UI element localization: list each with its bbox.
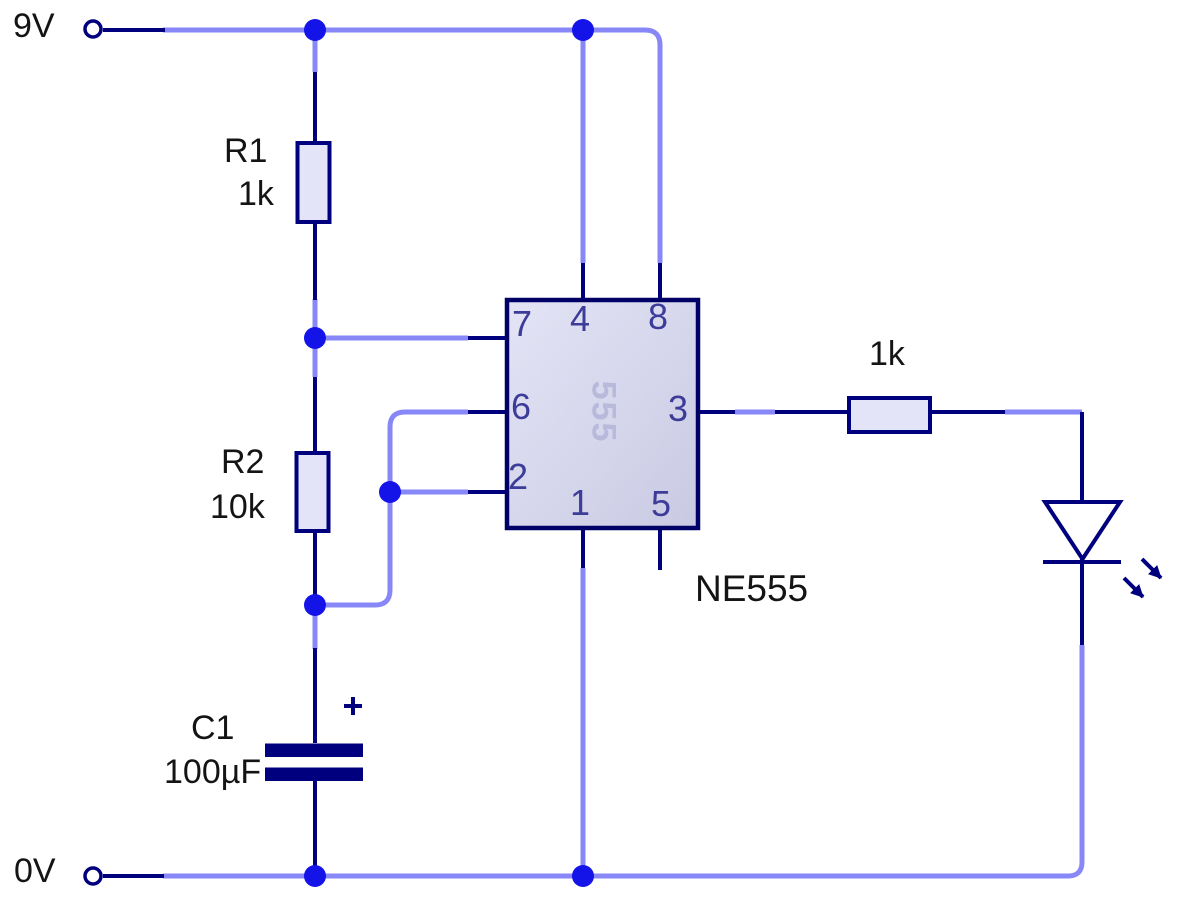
wire-pin6-bend	[387, 409, 468, 492]
r1-designator: R1	[224, 132, 268, 170]
pin6-label: 6	[511, 386, 532, 427]
junction-r2-c1	[304, 594, 326, 616]
output-resistor-value: 1k	[869, 335, 905, 373]
junction-9v-r1	[304, 19, 326, 41]
resistor-output-body	[847, 396, 932, 434]
capacitor-c1-symbol	[265, 743, 363, 781]
emission-arrow-2	[1122, 576, 1145, 599]
component-leads	[103, 28, 1084, 878]
pin4-label: 4	[570, 298, 591, 339]
junction-r1-r2-pin7	[304, 327, 326, 349]
ic-part-number: NE555	[695, 568, 809, 609]
c1-top-plate	[265, 743, 363, 757]
pin5-label: 5	[651, 483, 672, 524]
junction-dots	[304, 19, 594, 887]
ic-555-watermark: 555	[584, 380, 623, 444]
c1-value: 100µF	[164, 753, 262, 791]
junction-9v-pin4	[572, 19, 594, 41]
pin7-label: 7	[512, 303, 533, 344]
resistor-r2-body	[294, 451, 331, 533]
pin8-label: 8	[648, 296, 669, 337]
led-triangle	[1041, 500, 1124, 563]
r2-value: 10k	[210, 488, 265, 526]
c1-designator: C1	[191, 709, 235, 747]
r1-value: 1k	[238, 175, 274, 213]
ic-555-body	[504, 297, 701, 531]
label-9v: 9V	[13, 7, 55, 45]
emission-arrow-1	[1140, 557, 1163, 580]
junction-pin2-pin6	[379, 481, 401, 503]
r2-designator: R2	[221, 443, 265, 481]
c1-bottom-plate	[265, 767, 363, 781]
wire-led-to-ground	[1067, 645, 1085, 879]
resistor-r1-body	[295, 141, 332, 224]
wire-9v-rail-to-pin8	[163, 27, 663, 263]
pin2-label: 2	[508, 456, 529, 497]
junction-0v-pin1	[572, 865, 594, 887]
pin3-label: 3	[668, 388, 689, 429]
terminal-9v	[83, 19, 103, 39]
terminal-0v	[83, 866, 103, 886]
label-0v: 0V	[14, 852, 56, 890]
c1-polarity-plus-icon	[344, 697, 362, 715]
junction-0v-c1	[304, 865, 326, 887]
light-emission-arrows-icon	[1122, 557, 1163, 599]
led-symbol	[1041, 500, 1163, 599]
wire-pin2-to-r2c1-junction	[326, 492, 393, 608]
pin1-label: 1	[570, 482, 591, 523]
